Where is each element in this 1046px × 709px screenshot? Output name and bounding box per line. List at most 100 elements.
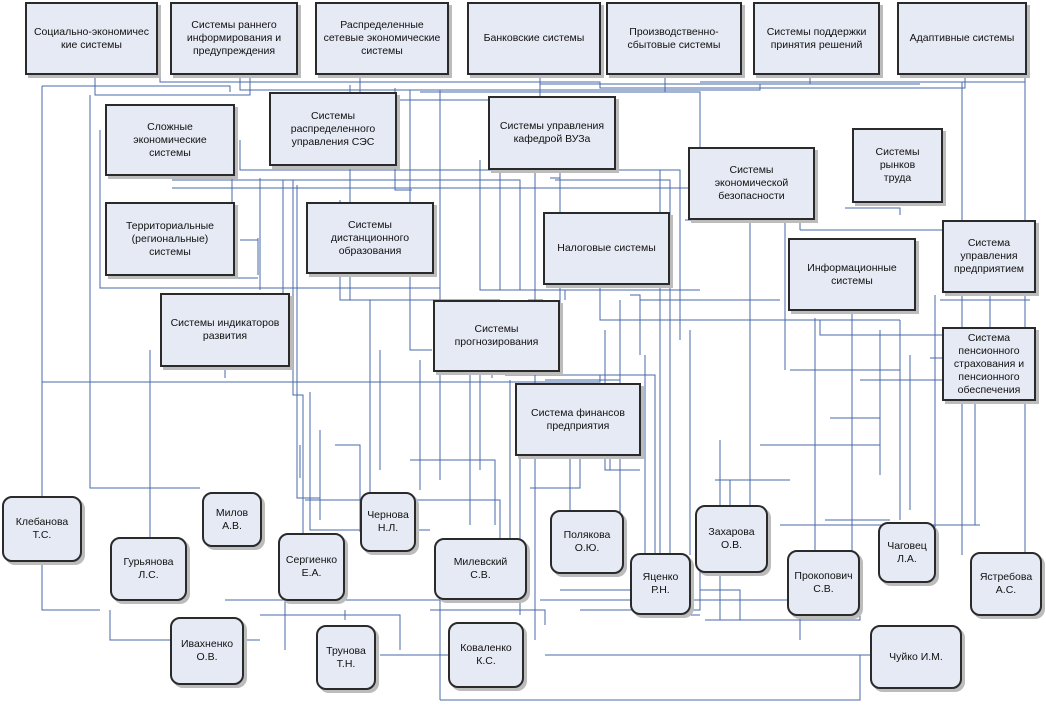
- person-label: Прокопович С.В.: [794, 570, 853, 595]
- node-label: Системы распределенного управления СЭС: [290, 109, 376, 148]
- node-forecasting-systems[interactable]: Системы прогнозирования: [433, 300, 560, 372]
- person-label: Сергиенко Е.А.: [285, 554, 338, 579]
- node-complex-economic-systems[interactable]: Сложные экономические системы: [105, 104, 235, 176]
- connector-line: [580, 560, 701, 611]
- connector-line: [94, 75, 251, 96]
- person-label: Коваленко К.С.: [460, 642, 512, 667]
- person-chernova[interactable]: Чернова Н.Л.: [360, 492, 416, 552]
- connector-line: [42, 85, 231, 92]
- person-polyakova[interactable]: Полякова О.Ю.: [550, 510, 624, 574]
- person-yastrebova[interactable]: Ястребова А.С.: [970, 552, 1042, 616]
- person-label: Милевский С.В.: [453, 556, 508, 581]
- node-label: Сложные экономические системы: [133, 120, 207, 159]
- node-label: Распределенные сетевые экономические сис…: [323, 19, 441, 57]
- node-label: Налоговые системы: [557, 242, 656, 254]
- person-zakharova[interactable]: Захарова О.В.: [695, 505, 768, 573]
- person-prokopovich[interactable]: Прокопович С.В.: [787, 550, 860, 616]
- connector-line: [550, 177, 561, 370]
- node-label: Система финансов предприятия: [531, 406, 625, 432]
- node-label: Информационные системы: [807, 261, 897, 287]
- connector-line: [685, 219, 786, 370]
- connector-line: [505, 374, 656, 560]
- person-kovalenko[interactable]: Коваленко К.С.: [448, 622, 524, 688]
- node-label: Системы экономической безопасности: [714, 164, 789, 202]
- connector-line: [296, 185, 320, 499]
- node-label: Банковские системы: [483, 32, 585, 44]
- node-department-mgmt-systems[interactable]: Системы управления кафедрой ВУЗа: [488, 96, 616, 170]
- node-early-warning-systems[interactable]: Системы раннего информирования и предупр…: [170, 2, 298, 75]
- node-decision-support-systems[interactable]: Системы поддержки принятия решений: [753, 2, 880, 75]
- node-labor-market-systems[interactable]: Системы рынков труда: [852, 128, 943, 203]
- connector-line: [705, 600, 861, 621]
- connector-line: [845, 207, 901, 215]
- connector-line: [440, 655, 861, 701]
- node-adaptive-systems[interactable]: Адаптивные системы: [897, 2, 1027, 75]
- person-milevsky[interactable]: Милевский С.В.: [434, 538, 527, 600]
- person-label: Чаговец Л.А.: [887, 539, 927, 565]
- node-label: Система пенсионного страхования и пенсио…: [953, 331, 1025, 396]
- node-distributed-network-systems[interactable]: Распределенные сетевые экономические сис…: [315, 2, 449, 75]
- node-label: Социально-экономичес кие системы: [33, 25, 150, 51]
- node-distance-education-systems[interactable]: Системы дистанционного образования: [306, 202, 434, 274]
- person-label: Милов А.В.: [215, 506, 249, 532]
- person-ivakhnenko[interactable]: Ивахненко О.В.: [170, 617, 244, 685]
- person-label: Захарова О.В.: [708, 526, 755, 551]
- node-production-sales-systems[interactable]: Производственно- сбытовые системы: [606, 2, 742, 75]
- node-territorial-systems[interactable]: Территориальные (региональные) системы: [105, 202, 235, 276]
- connector-line: [630, 294, 641, 355]
- node-label: Системы прогнозирования: [454, 323, 539, 348]
- person-chagovets[interactable]: Чаговец Л.А.: [878, 522, 936, 583]
- connector-line: [599, 288, 900, 321]
- connector-line: [231, 160, 258, 279]
- person-label: Ястребова А.С.: [979, 571, 1033, 596]
- node-label: Системы рынков труда: [875, 146, 920, 184]
- connector-line: [409, 90, 432, 351]
- connector-line: [335, 444, 361, 532]
- person-chuiko[interactable]: Чуйко И.М.: [870, 625, 962, 689]
- node-socio-economic-systems[interactable]: Социально-экономичес кие системы: [25, 2, 158, 75]
- connector-line: [300, 599, 441, 700]
- connector-line: [292, 180, 304, 540]
- node-economic-security-systems[interactable]: Системы экономической безопасности: [688, 147, 815, 220]
- person-sergienko[interactable]: Сергиенко Е.А.: [278, 533, 345, 601]
- connector-line: [430, 609, 546, 625]
- node-label: Адаптивные системы: [909, 32, 1015, 44]
- node-label: Территориальные (региональные) системы: [125, 219, 215, 258]
- node-development-indicators[interactable]: Системы индикаторов развития: [160, 293, 290, 367]
- connector-line: [555, 179, 671, 560]
- person-trunova[interactable]: Трунова Т.Н.: [316, 625, 376, 690]
- node-label: Системы поддержки принятия решений: [766, 25, 867, 51]
- person-label: Трунова Т.Н.: [326, 644, 366, 670]
- connector-line: [530, 455, 581, 489]
- connector-line: [819, 320, 960, 336]
- connector-line: [159, 75, 966, 89]
- person-label: Яценко Р.Н.: [642, 571, 679, 596]
- connector-line: [89, 95, 200, 489]
- node-pension-system[interactable]: Система пенсионного страхования и пенсио…: [942, 327, 1036, 401]
- person-milov[interactable]: Милов А.В.: [202, 492, 262, 547]
- person-label: Гурьянова Л.С.: [123, 556, 174, 581]
- person-label: Чернова Н.Л.: [367, 509, 409, 534]
- connector-line: [700, 589, 741, 620]
- connector-line: [452, 357, 481, 470]
- connector-line: [239, 75, 920, 91]
- connector-line: [420, 91, 701, 168]
- person-label: Ивахненко О.В.: [180, 638, 234, 663]
- connector-line: [604, 330, 640, 471]
- node-distributed-ses-mgmt[interactable]: Системы распределенного управления СЭС: [269, 92, 397, 166]
- node-enterprise-finance-system[interactable]: Система финансов предприятия: [515, 383, 641, 456]
- node-label: Системы индикаторов развития: [170, 317, 280, 342]
- connector-line: [172, 179, 521, 290]
- node-banking-systems[interactable]: Банковские системы: [467, 2, 601, 75]
- node-enterprise-mgmt-system[interactable]: Система управления предприятием: [942, 220, 1036, 293]
- connector-line: [410, 459, 496, 525]
- connector-line: [260, 614, 401, 650]
- node-label: Системы раннего информирования и предупр…: [186, 19, 282, 57]
- person-yatsenko[interactable]: Яценко Р.Н.: [630, 553, 691, 615]
- person-label: Полякова О.Ю.: [563, 529, 611, 554]
- node-information-systems[interactable]: Информационные системы: [788, 238, 916, 311]
- node-tax-systems[interactable]: Налоговые системы: [543, 212, 670, 285]
- person-klebanova[interactable]: Клебанова Т.С.: [2, 496, 82, 562]
- person-gurianova[interactable]: Гурьянова Л.С.: [110, 537, 187, 601]
